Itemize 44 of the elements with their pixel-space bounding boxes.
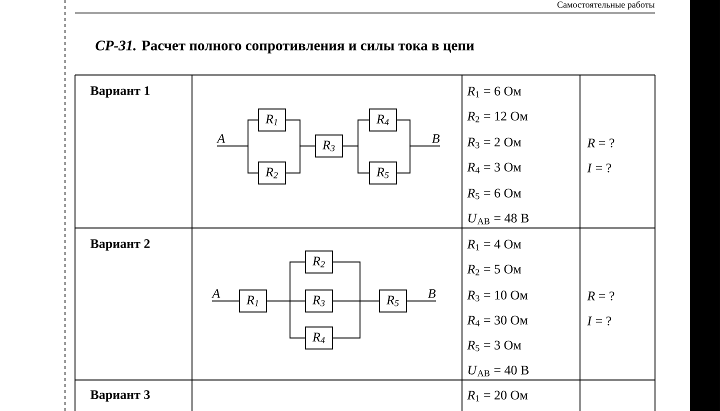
given-value: R$_{5}$ = 3 Ом — [467, 340, 522, 352]
given-value: R$_{1}$ = 20 Ом — [467, 390, 528, 402]
wire — [342, 146, 370, 174]
variant-label: Вариант 2 — [90, 239, 150, 251]
variant-label: Вариант 1 — [90, 86, 150, 98]
given-value: R$_{1}$ = 4 Ом — [467, 240, 522, 250]
resistor-box: R$_{5}$ — [379, 290, 407, 312]
given-value: R$_{1}$ = 6 Ом — [467, 86, 522, 98]
title: СР-31. Расчет полного сопротивления и силы тока в цепи — [96, 40, 474, 54]
resistor-box: R$_{1}$ — [239, 290, 267, 312]
terminal-label: A — [212, 289, 220, 298]
resistor-box: R$_{4}$ — [305, 326, 333, 350]
terminal-label: A — [216, 134, 226, 143]
resistor-box: R$_{2}$ — [258, 162, 286, 184]
given-value: R$_{4}$ = 3 Ом — [467, 162, 522, 174]
given-value: R$_{2}$ = 12 Ом — [467, 112, 528, 122]
wire — [212, 300, 240, 302]
resistor-box: R$_{1}$ — [258, 108, 286, 132]
given-value: R$_{2}$ = 5 Ом — [467, 264, 522, 276]
variant-label: Вариант 3 — [90, 390, 150, 402]
unknown-quantity: R = ? — [587, 292, 614, 300]
given-value: R$_{3}$ = 2 Ом — [467, 138, 522, 148]
given-value: R$_{5}$ = 6 Ом — [467, 188, 522, 200]
resistor-box: R$_{4}$ — [369, 108, 397, 132]
wire — [406, 300, 436, 302]
given-value: U$_{AB}$ = 40 В — [468, 366, 529, 376]
resistor-box: R$_{2}$ — [305, 250, 333, 274]
wire — [266, 300, 306, 338]
wire — [396, 146, 440, 174]
given-value: U$_{AB}$ = 48 В — [468, 214, 529, 224]
resistor-box: R$_{3}$ — [305, 290, 333, 312]
unknown-quantity: I = ? — [587, 316, 612, 326]
given-value: R$_{3}$ = 10 Ом — [467, 290, 528, 302]
terminal-label: B — [428, 289, 436, 298]
wire — [332, 300, 380, 338]
terminal-label: B — [432, 134, 440, 143]
wire — [286, 146, 316, 174]
running-header: Самостоятельные работы — [557, 1, 655, 10]
unknown-quantity: R = ? — [587, 138, 614, 148]
wire — [216, 146, 258, 174]
resistor-box: R$_{3}$ — [315, 134, 343, 158]
unknown-quantity: I = ? — [587, 164, 612, 172]
given-value: R$_{4}$ = 30 Ом — [467, 316, 528, 326]
resistor-box: R$_{5}$ — [369, 162, 397, 184]
